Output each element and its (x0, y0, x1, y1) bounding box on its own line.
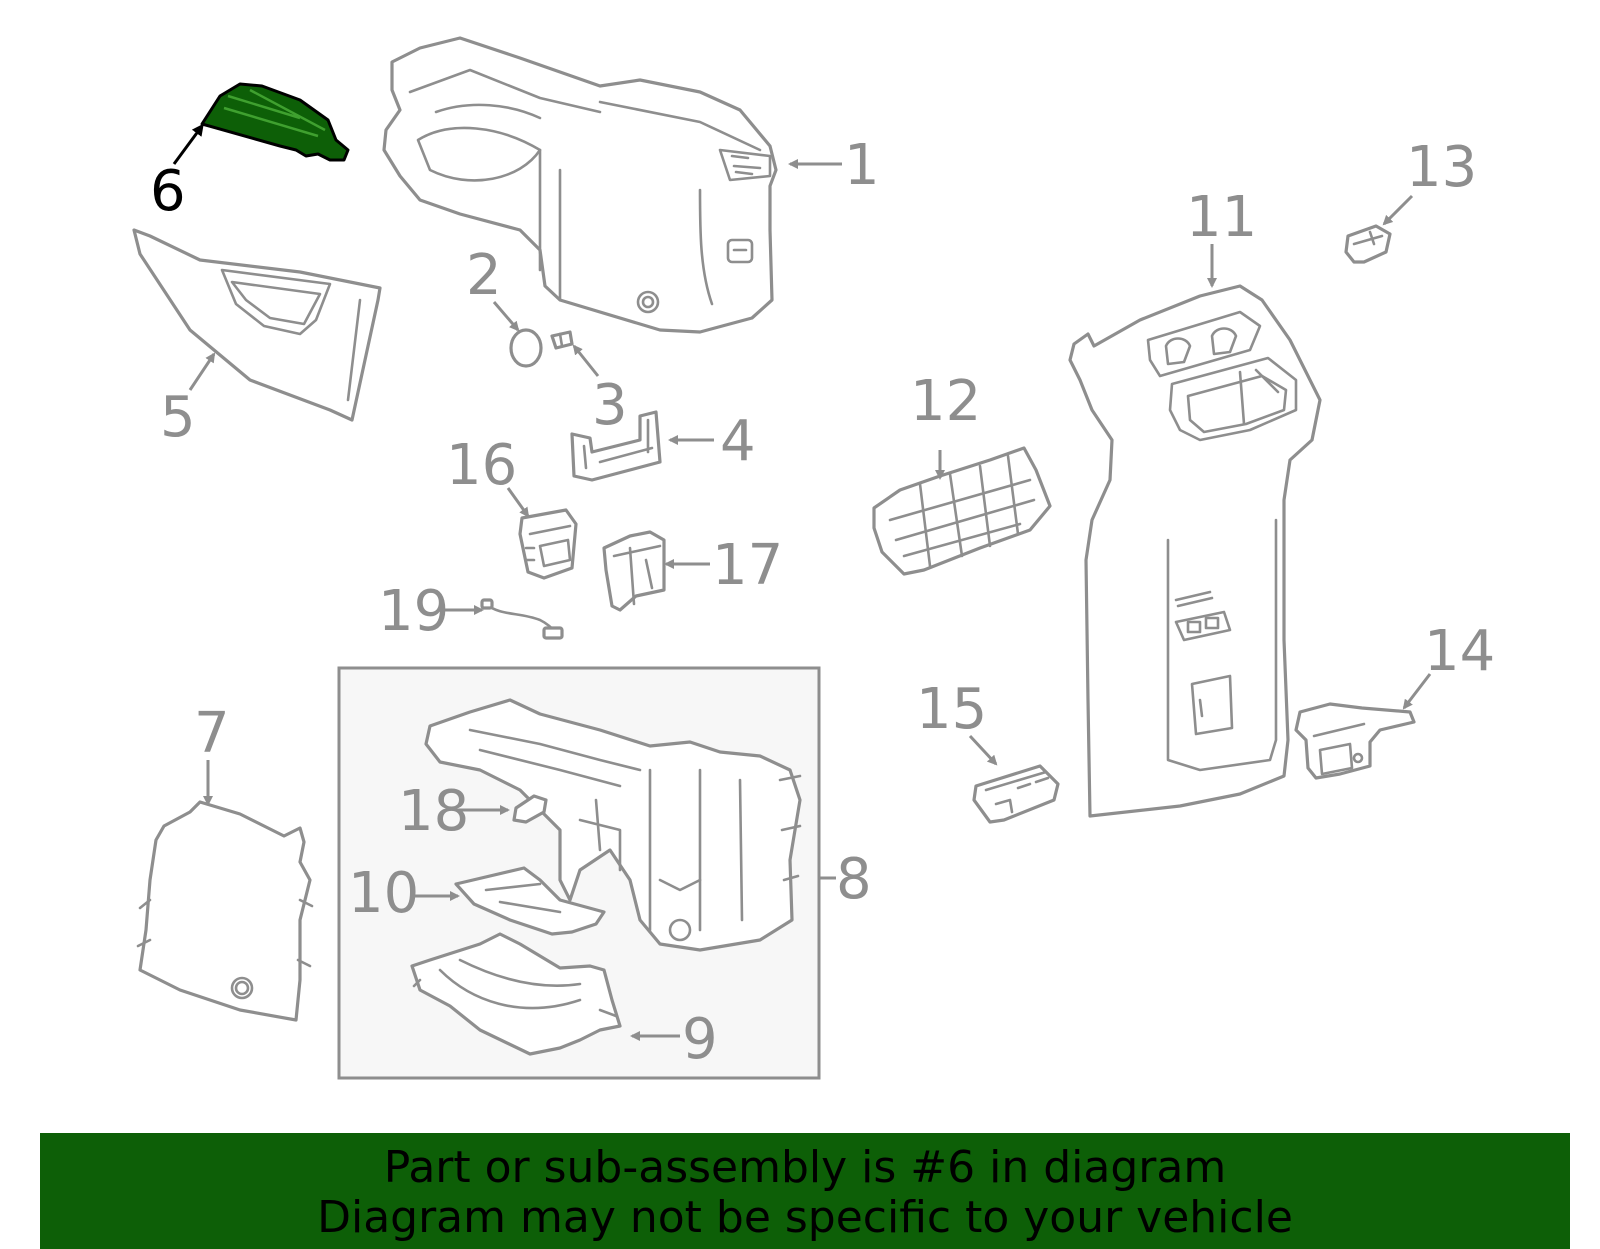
callout-18[interactable]: 18 (398, 779, 469, 844)
callout-7[interactable]: 7 (194, 701, 230, 766)
callout-1[interactable]: 1 (844, 133, 880, 198)
part-3-screw[interactable] (550, 330, 574, 350)
part-15-usb[interactable] (972, 764, 1060, 824)
callout-13[interactable]: 13 (1406, 135, 1477, 200)
part-8-inset[interactable] (337, 666, 821, 1080)
part-19-harness[interactable] (480, 598, 564, 640)
part-16-module[interactable] (518, 508, 578, 580)
part-10-mat[interactable] (454, 866, 606, 936)
callout-16[interactable]: 16 (446, 433, 517, 498)
banner-line-part: Part or sub-assembly is #6 in diagram (383, 1142, 1227, 1193)
callout-3[interactable]: 3 (592, 373, 628, 438)
callout-10[interactable]: 10 (348, 861, 419, 926)
callout-2[interactable]: 2 (466, 243, 502, 308)
callout-15[interactable]: 15 (916, 677, 987, 742)
part-6-highlighted[interactable] (200, 82, 350, 162)
callout-4[interactable]: 4 (720, 409, 756, 474)
part-14-outlet[interactable] (1294, 702, 1416, 780)
callout-19[interactable]: 19 (378, 579, 449, 644)
callout-6[interactable]: 6 (150, 159, 186, 224)
callout-12[interactable]: 12 (910, 369, 981, 434)
part-7-front-panel[interactable] (136, 800, 314, 1022)
part-11-rear-panel[interactable] (1068, 284, 1322, 818)
callout-labels: 1 2 3 4 5 6 7 8 9 10 11 12 13 14 15 16 1… (150, 133, 1495, 1072)
part-13-switch[interactable] (1344, 224, 1392, 264)
part-1-console[interactable] (382, 36, 778, 334)
info-banner: Part or sub-assembly is #6 in diagram Di… (40, 1133, 1570, 1249)
leader-lines (172, 123, 1432, 1041)
callout-5[interactable]: 5 (160, 385, 196, 450)
part-18-clip[interactable] (512, 794, 548, 824)
callout-9[interactable]: 9 (682, 1007, 718, 1072)
part-5-side-trim[interactable] (132, 228, 382, 422)
callout-8[interactable]: 8 (836, 847, 872, 912)
part-4-bracket[interactable] (570, 410, 662, 482)
part-9-tray[interactable] (410, 932, 622, 1056)
part-17-connector[interactable] (602, 530, 666, 612)
banner-line-disclaimer: Diagram may not be specific to your vehi… (317, 1192, 1293, 1243)
callout-17[interactable]: 17 (712, 533, 783, 598)
part-2-cap[interactable] (509, 328, 543, 368)
callout-14[interactable]: 14 (1424, 619, 1495, 684)
callout-11[interactable]: 11 (1186, 185, 1257, 250)
part-12-vent[interactable] (872, 446, 1052, 576)
